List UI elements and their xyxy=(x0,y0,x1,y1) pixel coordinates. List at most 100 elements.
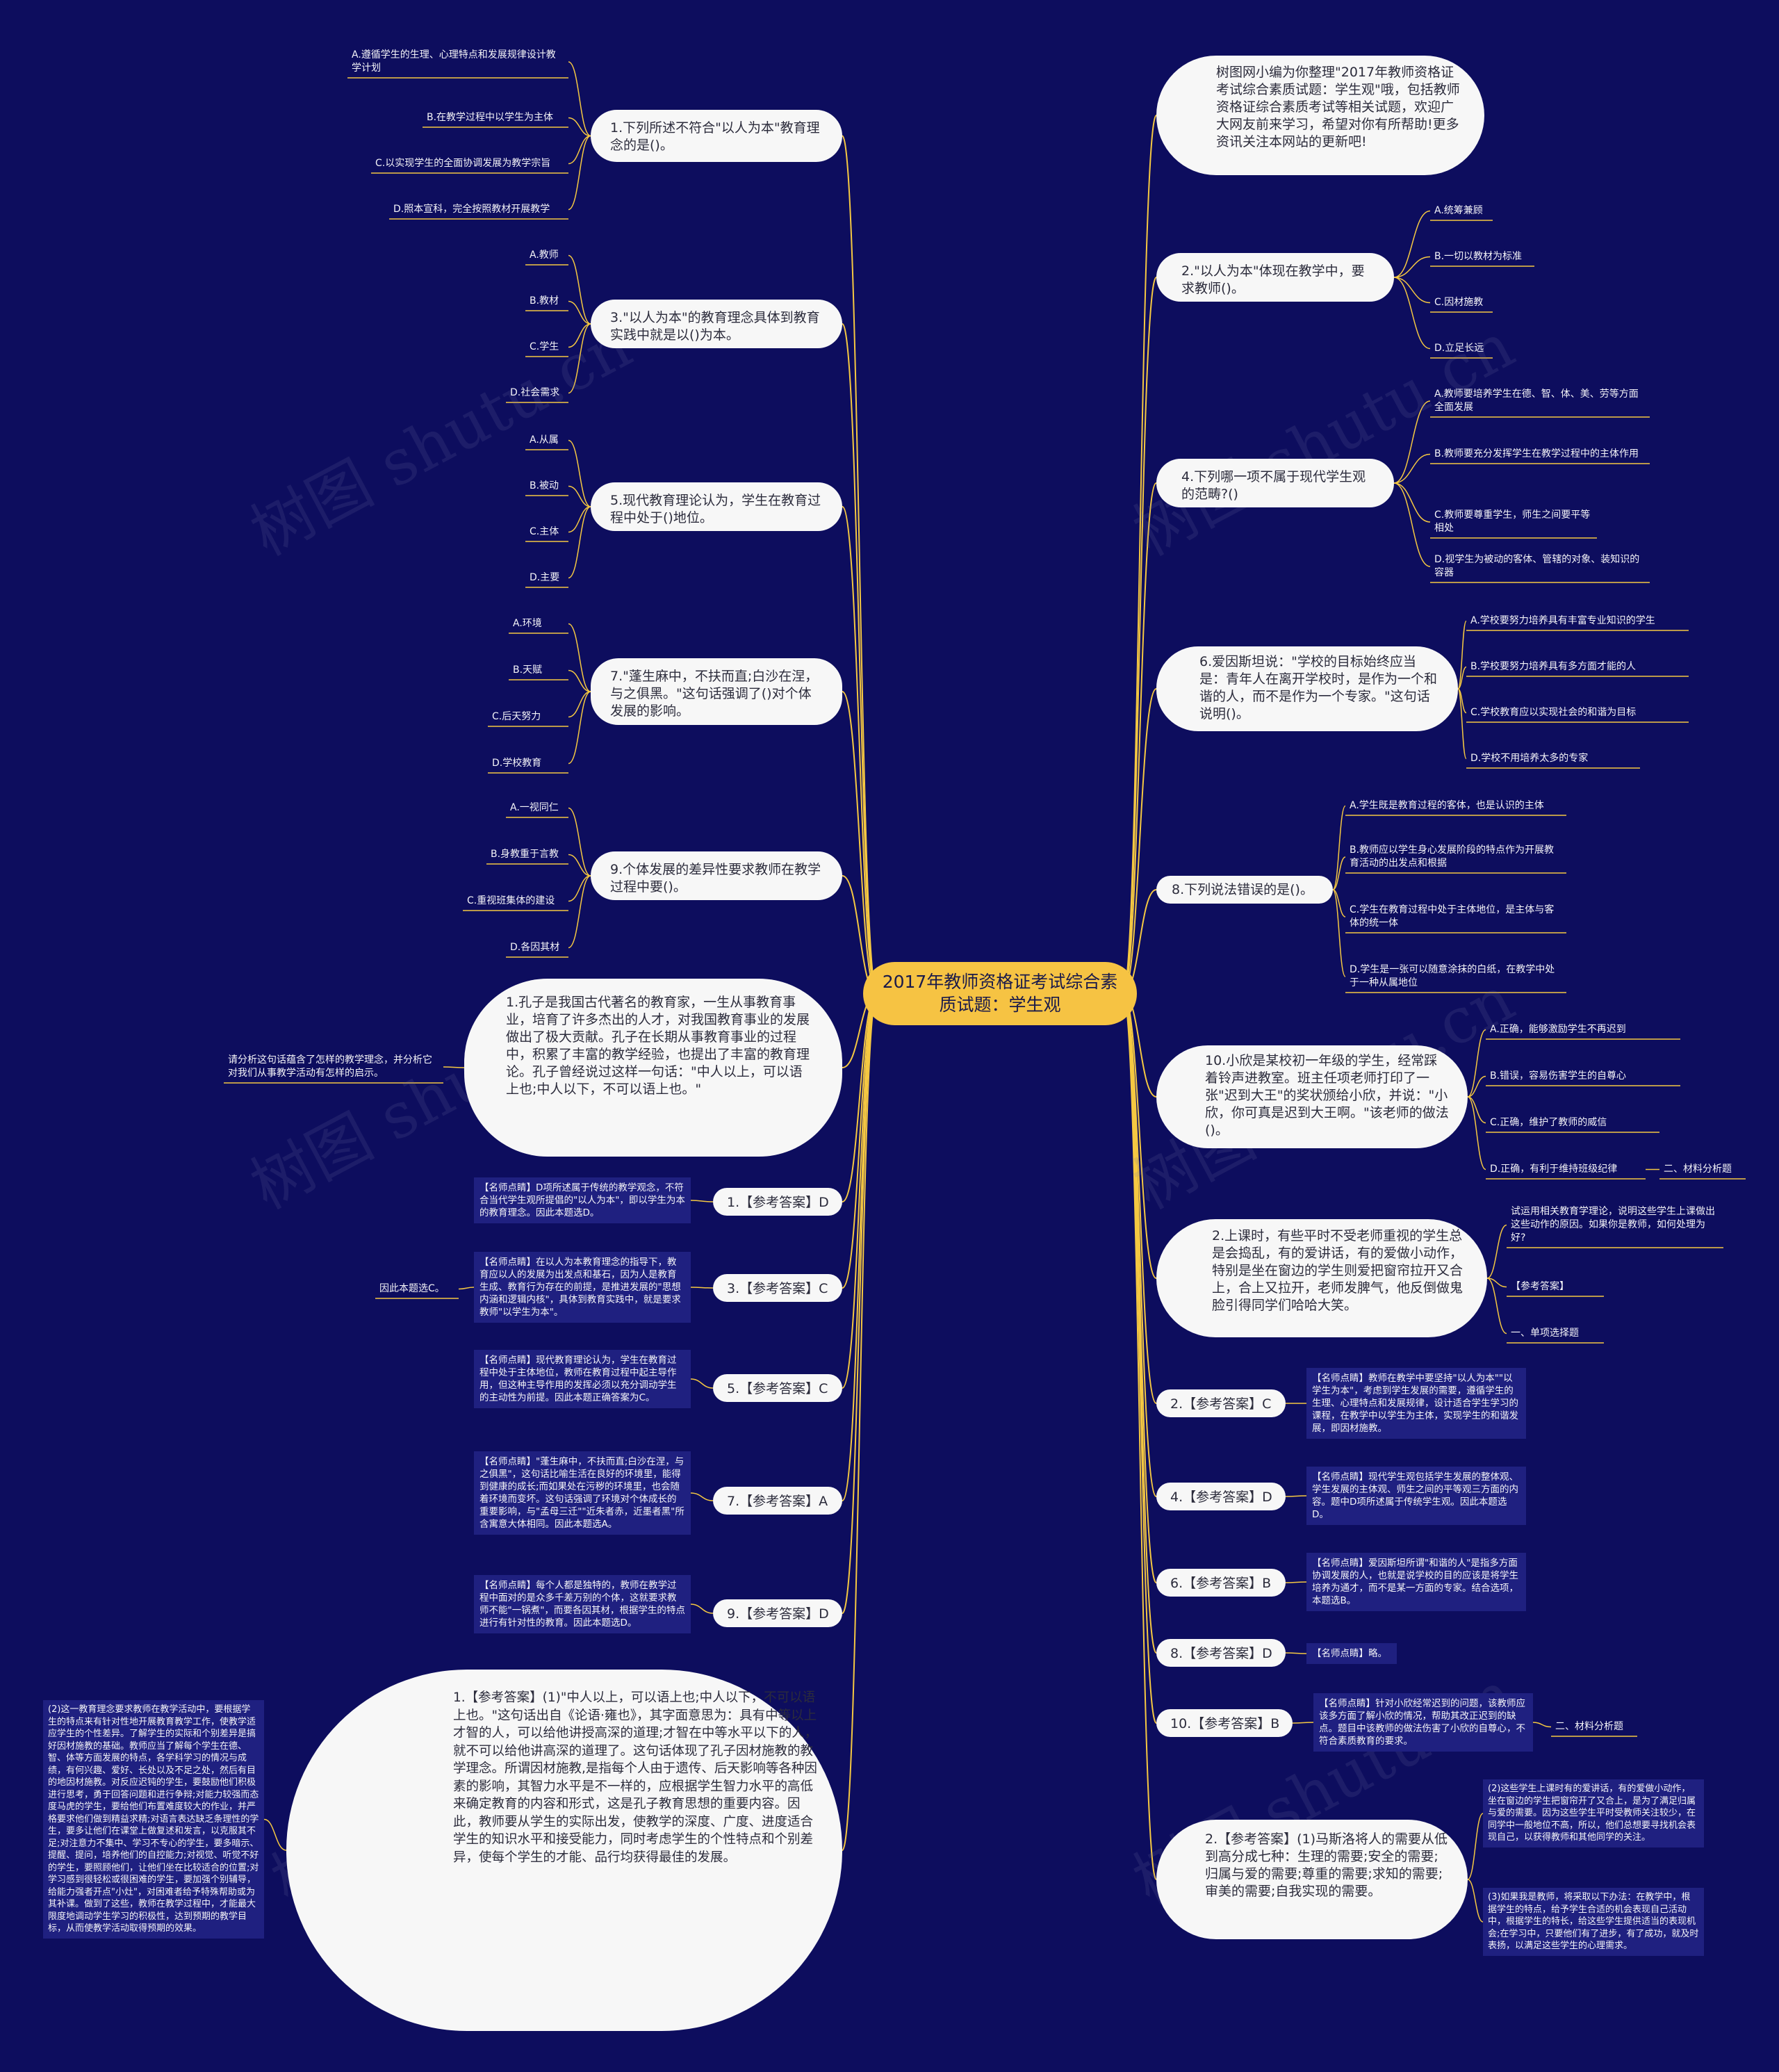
answer-10[interactable]: 10.【参考答案】B xyxy=(1156,1709,1293,1737)
essay-item[interactable]: 【参考答案】 xyxy=(1511,1281,1569,1292)
option-leaf[interactable]: D.主要 xyxy=(530,572,560,583)
central-topic[interactable]: 2017年教师资格证考试综合素质试题：学生观 xyxy=(863,962,1137,1025)
option-leaf[interactable]: D.社会需求 xyxy=(510,387,560,398)
option-leaf[interactable]: B.一切以教材为标准 xyxy=(1434,251,1523,262)
answer-note[interactable]: 【名师点睛】针对小欣经常迟到的问题，该教师应该多方面了解小欣的情况，帮助其改正迟… xyxy=(1313,1693,1533,1752)
option-leaf[interactable]: C.以实现学生的全面协调发展为教学宗旨 xyxy=(375,158,551,169)
option-leaf[interactable]: A.一视同仁 xyxy=(510,802,559,813)
option-leaf[interactable]: C.后天努力 xyxy=(492,711,541,722)
option-leaf[interactable]: C.学生 xyxy=(530,341,559,352)
option-leaf[interactable]: B.被动 xyxy=(530,480,559,491)
answer-1[interactable]: 1.【参考答案】D xyxy=(713,1188,842,1216)
question-10[interactable]: 10.小欣是某校初一年级的学生，经常踩着铃声进教室。班主任项老师打印了一张"迟到… xyxy=(1156,1045,1468,1148)
question-4[interactable]: 4.下列哪一项不属于现代学生观的范畴?() xyxy=(1156,459,1394,507)
option-leaf[interactable]: C.重视班集体的建设 xyxy=(467,895,555,906)
answer-5[interactable]: 5.【参考答案】C xyxy=(713,1374,842,1402)
option-leaf[interactable]: B.教师应以学生身心发展阶段的特点作为开展教育活动的出发点和根据 xyxy=(1350,845,1555,869)
answer-essay-note[interactable]: (2)这一教育理念要求教师在教学活动中，要根据学生的特点来有针对性地开展教育教学… xyxy=(43,1700,264,1939)
answer-note[interactable]: 【名师点睛】在以人为本教育理念的指导下，教育应以人的发展为出发点和基石，因为人是… xyxy=(474,1252,691,1323)
question-2[interactable]: 2."以人为本"体现在教学中，要求教师()。 xyxy=(1156,253,1394,302)
sub-line xyxy=(568,439,591,507)
answer-essay-1[interactable]: 1.【参考答案】(1)"中人以上，可以语上也;中人以下，不可以语上也。"这句话出… xyxy=(286,1670,842,2031)
question-7[interactable]: 7."蓬生麻中，不扶而直;白沙在涅，与之俱黑。"这句话强调了()对个体发展的影响… xyxy=(591,658,842,725)
question-3[interactable]: 3."以人为本"的教育理念具体到教育实践中就是以()为本。 xyxy=(591,300,842,348)
sub-line xyxy=(690,1287,714,1289)
answer-9[interactable]: 9.【参考答案】D xyxy=(713,1599,842,1627)
answer-note[interactable]: 【名师点睛】略。 xyxy=(1306,1643,1397,1664)
answer-note[interactable]: 【名师点睛】爱因斯坦所谓"和谐的人"是指多方面协调发展的人，也就是说学校的目的应… xyxy=(1306,1553,1526,1611)
essay-item[interactable]: 试运用相关教育学理论，说明这些学生上课做出这些动作的原因。如果你是教师，如何处理… xyxy=(1511,1206,1715,1243)
branch-line xyxy=(842,135,878,995)
sub-line xyxy=(1457,688,1467,760)
answer-extra[interactable]: 因此本题选C。 xyxy=(379,1283,445,1294)
sub-line xyxy=(1332,889,1346,977)
option-leaf[interactable]: D.学校不用培养太多的专家 xyxy=(1470,753,1589,764)
option-leaf[interactable]: C.正确，维护了教师的威信 xyxy=(1490,1117,1607,1128)
answer-4[interactable]: 4.【参考答案】D xyxy=(1156,1483,1286,1510)
question-5[interactable]: 5.现代教育理论认为，学生在教育过程中处于()地位。 xyxy=(591,482,842,531)
option-leaf[interactable]: A.教师要培养学生在德、智、体、美、劳等方面全面发展 xyxy=(1434,389,1639,413)
option-leaf[interactable]: B.身教重于言教 xyxy=(491,849,559,860)
answer-note[interactable]: 【名师点睛】"蓬生麻中，不扶而直;白沙在涅，与之俱黑"，这句话比喻生活在良好的环… xyxy=(474,1451,691,1535)
option-leaf[interactable]: B.学校要努力培养具有多方面才能的人 xyxy=(1470,661,1637,672)
option-leaf[interactable]: C.学生在教育过程中处于主体地位，是主体与客体的统一体 xyxy=(1350,904,1555,929)
option-leaf[interactable]: C.主体 xyxy=(530,526,559,537)
option-leaf[interactable]: C.教师要尊重学生，师生之间要平等相处 xyxy=(1434,509,1591,534)
option-leaf[interactable]: D.学生是一张可以随意涂抹的白纸，在教学中处于一种从属地位 xyxy=(1350,964,1555,988)
essay-question-2[interactable]: 2.上课时，有些平时不受老师重视的学生总是会捣乱，有的爱讲话，有的爱做小动作，特… xyxy=(1156,1219,1487,1337)
option-leaf[interactable]: D.视学生为被动的客体、管辖的对象、装知识的容器 xyxy=(1434,554,1640,578)
answer-2[interactable]: 2.【参考答案】C xyxy=(1156,1389,1286,1417)
answer-7[interactable]: 7.【参考答案】A xyxy=(713,1487,842,1515)
answer-note[interactable]: 【名师点睛】D项所述属于传统的教学观念，不符合当代学生观所提倡的"以人为本"，即… xyxy=(474,1177,691,1223)
answer-3[interactable]: 3.【参考答案】C xyxy=(713,1274,842,1302)
option-leaf[interactable]: A.学校要努力培养具有丰富专业知识的学生 xyxy=(1470,615,1655,626)
option-leaf[interactable]: B.教材 xyxy=(530,295,559,307)
option-leaf[interactable]: A.环境 xyxy=(513,618,542,629)
sub-line xyxy=(1393,210,1431,278)
option-leaf[interactable]: A.教师 xyxy=(530,250,559,261)
sub-line xyxy=(568,875,591,949)
essay-question-1[interactable]: 1.孔子是我国古代著名的教育家，一生从事教育事业，培育了许多杰出的人才，对我国教… xyxy=(464,979,842,1157)
question-9[interactable]: 9.个体发展的差异性要求教师在教学过程中要()。 xyxy=(591,851,842,900)
branch-line xyxy=(1122,993,1157,1880)
option-leaf[interactable]: D.照本宣科，完全按照教材开展教学 xyxy=(393,204,550,215)
section-label[interactable]: 二、材料分析题 xyxy=(1664,1164,1732,1175)
answer-essay-note[interactable]: (3)如果我是教师，将采取以下办法：在教学中，根据学生的特点，给予学生合适的机会… xyxy=(1483,1888,1704,1956)
essay-item[interactable]: 一、单项选择题 xyxy=(1511,1328,1579,1339)
option-leaf[interactable]: A.正确，能够激励学生不再迟到 xyxy=(1490,1024,1626,1035)
essay-prompt[interactable]: 请分析这句话蕴含了怎样的教学理念，并分析它对我们从事教学活动有怎样的启示。 xyxy=(228,1054,432,1079)
option-leaf[interactable]: D.各因其材 xyxy=(510,942,560,953)
answer-note[interactable]: 【名师点睛】教师在教学中要坚持"以人为本""以学生为本"，考虑到学生发展的需要，… xyxy=(1306,1368,1526,1439)
option-leaf[interactable]: B.教师要充分发挥学生在教学过程中的主体作用 xyxy=(1434,448,1639,459)
branch-line xyxy=(1122,482,1157,995)
option-leaf[interactable]: C.学校教育应以实现社会的和谐为目标 xyxy=(1470,707,1637,718)
question-6[interactable]: 6.爱因斯坦说："学校的目标始终应当是：青年人在离开学校时，是作为一个和谐的人，… xyxy=(1156,646,1458,731)
sub-line xyxy=(1532,1722,1552,1728)
answer-note[interactable]: 【名师点睛】现代学生观包括学生发展的整体观、学生发展的主体观、师生之间的平等观三… xyxy=(1306,1467,1526,1525)
answer-note[interactable]: 【名师点睛】现代教育理论认为，学生在教育过程中处于主体地位，教师在教育过程中起主… xyxy=(474,1350,691,1408)
answer-note[interactable]: 【名师点睛】每个人都是独特的，教师在教学过程中面对的是众多千差万别的个体，这就要… xyxy=(474,1575,691,1633)
answer-6[interactable]: 6.【参考答案】B xyxy=(1156,1569,1286,1597)
option-leaf[interactable]: A.统筹兼顾 xyxy=(1434,205,1483,216)
sub-line xyxy=(1486,1224,1507,1279)
answer-essay-2[interactable]: 2.【参考答案】(1)马斯洛将人的需要从低到高分成七种：生理的需要;安全的需要;… xyxy=(1156,1820,1468,1939)
option-leaf[interactable]: B.错误，容易伤害学生的自尊心 xyxy=(1490,1070,1627,1082)
option-leaf[interactable]: A.学生既是教育过程的客体，也是认识的主体 xyxy=(1350,800,1544,811)
sub-line xyxy=(1467,1813,1484,1880)
branch-line xyxy=(1122,277,1157,995)
option-leaf[interactable]: B.在教学过程中以学生为主体 xyxy=(427,112,554,123)
question-8[interactable]: 8.下列说法错误的是()。 xyxy=(1156,876,1333,904)
question-1[interactable]: 1.下列所述不符合"以人为本"教育理念的是()。 xyxy=(591,110,842,162)
answer-essay-note[interactable]: (2)这些学生上课时有的爱讲话，有的爱做小动作，坐在窗边的学生把窗帘开了又合上，… xyxy=(1483,1779,1704,1847)
option-leaf[interactable]: D.学校教育 xyxy=(492,758,542,769)
option-leaf[interactable]: D.立足长远 xyxy=(1434,343,1484,354)
option-leaf[interactable]: A.从属 xyxy=(530,434,559,446)
section-label[interactable]: 二、材料分析题 xyxy=(1555,1721,1623,1732)
option-leaf[interactable]: C.因材施教 xyxy=(1434,297,1484,308)
answer-8[interactable]: 8.【参考答案】D xyxy=(1156,1639,1286,1667)
option-leaf[interactable]: D.正确，有利于维持班级纪律 xyxy=(1490,1164,1618,1175)
option-leaf[interactable]: A.遵循学生的生理、心理特点和发展规律设计教学计划 xyxy=(352,49,556,74)
sub-line xyxy=(1393,277,1431,350)
intro-text[interactable]: 树图网小编为你整理"2017年教师资格证考试综合素质试题：学生观"哦，包括教师资… xyxy=(1156,56,1484,175)
option-leaf[interactable]: B.天赋 xyxy=(513,664,543,676)
